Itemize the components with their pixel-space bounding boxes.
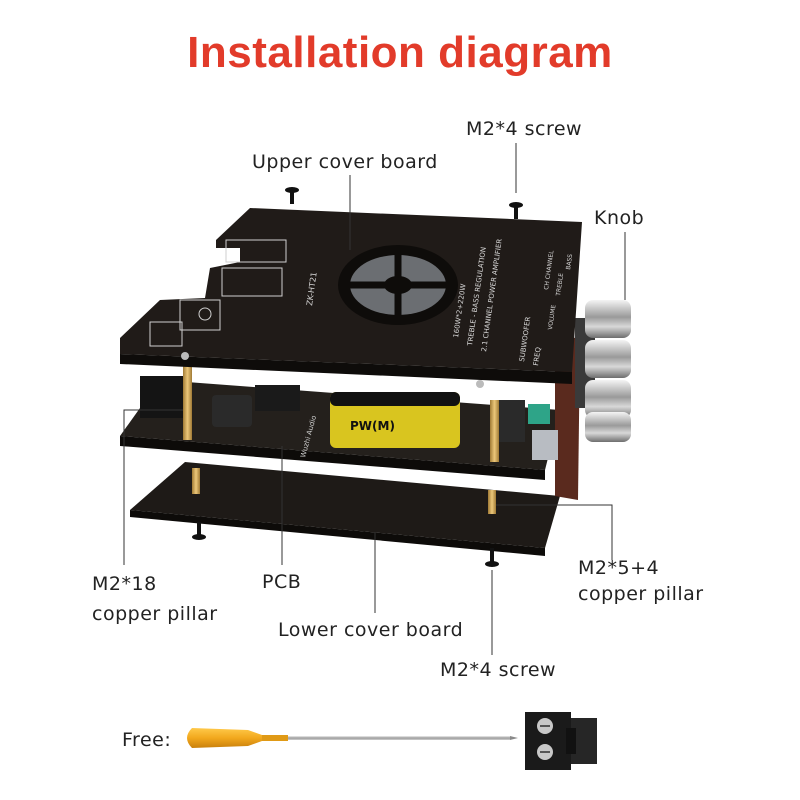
- screw-top-right: [509, 202, 523, 219]
- knob-3: [585, 380, 631, 418]
- knob-4: [585, 412, 631, 442]
- diagram-title: Installation diagram: [187, 28, 613, 77]
- upper-cover-board: ZK-HT21 160W*2+220W TREBLE - BASS REGULA…: [120, 208, 582, 388]
- screws: [192, 187, 523, 567]
- terminal-block-icon: [525, 712, 597, 770]
- screwdriver-icon: [187, 728, 518, 748]
- knob-1: [585, 300, 631, 338]
- label-lower-cover-board: Lower cover board: [278, 619, 464, 641]
- dc-jack: [140, 376, 185, 418]
- pcb-board: PW(M) Wuzhi Audio: [120, 330, 580, 500]
- knobs: [575, 300, 631, 442]
- label-knob: Knob: [594, 207, 645, 229]
- inductor: [212, 395, 252, 427]
- leader-lines: [123, 143, 626, 655]
- freq-label: FREQ: [532, 346, 543, 366]
- capacitor-label: PW(M): [350, 419, 395, 433]
- leader-m2-5: [496, 504, 613, 560]
- label-upper-cover-board: Upper cover board: [252, 151, 438, 173]
- m2-5-pillars: [192, 468, 496, 514]
- screw-bottom-right: [485, 548, 499, 567]
- label-free: Free:: [122, 729, 172, 751]
- label-pcb: PCB: [262, 571, 302, 593]
- volume-label: VOLUME: [547, 304, 557, 330]
- screw-top-left: [285, 187, 299, 204]
- usb-port: [532, 430, 558, 460]
- label-screw-top: M2*4 screw: [466, 118, 583, 140]
- treble-label: TREBLE: [555, 272, 565, 297]
- label-m2-18-line1: M2*18: [92, 573, 157, 595]
- label-m2-18-line2: copper pillar: [92, 603, 218, 625]
- leader-m2-18: [123, 409, 183, 565]
- screw-bottom-left: [192, 522, 206, 540]
- lower-cover-board: [130, 462, 560, 556]
- label-screw-bottom: M2*4 screw: [440, 659, 557, 681]
- m2-18-pillars: [183, 366, 499, 462]
- knob-2: [585, 340, 631, 378]
- label-m2-5-line2: copper pillar: [578, 583, 704, 605]
- label-m2-5-line1: M2*5+4: [578, 557, 660, 579]
- bass-label: BASS: [565, 253, 574, 270]
